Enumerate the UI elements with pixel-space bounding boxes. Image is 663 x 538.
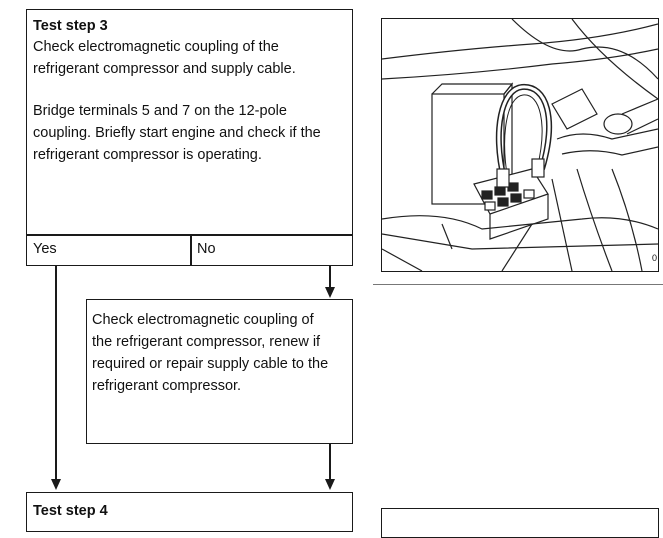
no-arrow-head: [324, 287, 335, 298]
test-step-3-title: Test step 3: [33, 18, 108, 34]
no-branch-line-3: required or repair supply cable to the: [92, 356, 329, 372]
no-label: No: [197, 241, 216, 257]
yes-arrow-head: [50, 479, 61, 490]
no-branch-line-2: the refrigerant compressor, renew if: [92, 334, 321, 350]
figure-corner-mark: 0: [652, 253, 658, 263]
yes-no-divider-horizontal: [26, 234, 353, 236]
yes-flow-line: [55, 266, 57, 479]
no-branch-out-arrow-head: [324, 479, 335, 490]
compressor-coupling-illustration: [382, 19, 658, 271]
yes-no-divider-vertical: [190, 234, 192, 266]
step3-line-2: refrigerant compressor and supply cable.: [33, 61, 296, 77]
test-step-4-title: Test step 4: [33, 503, 108, 519]
figure-separator: [373, 284, 663, 285]
step3-line-3: Bridge terminals 5 and 7 on the 12-pole: [33, 103, 287, 119]
next-figure-frame: [381, 508, 659, 538]
no-branch-line-1: Check electromagnetic coupling of: [92, 312, 314, 328]
step3-line-4: coupling. Briefly start engine and check…: [33, 125, 321, 141]
figure-frame: [381, 18, 659, 272]
test-step-3-box: [26, 9, 353, 266]
step3-line-1: Check electromagnetic coupling of the: [33, 39, 279, 55]
no-branch-box: [86, 299, 353, 444]
no-branch-out-line: [329, 444, 331, 479]
no-branch-line-4: refrigerant compressor.: [92, 378, 242, 394]
yes-label: Yes: [33, 241, 57, 257]
step3-line-5: refrigerant compressor is operating.: [33, 147, 262, 163]
no-flow-line: [329, 266, 331, 288]
